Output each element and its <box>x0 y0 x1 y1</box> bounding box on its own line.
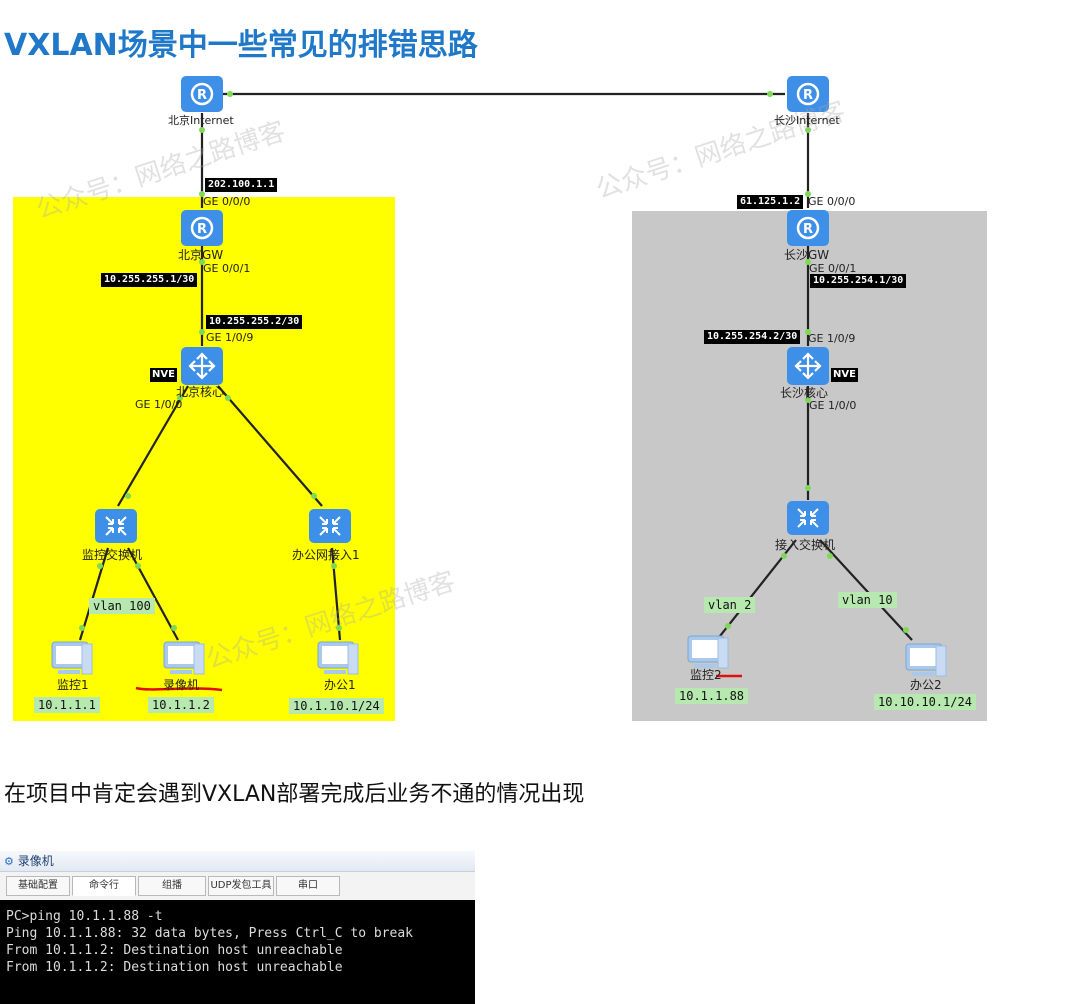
page-title: VXLAN场景中一些常见的排错思路 <box>4 28 478 63</box>
beijing-internet-label: 北京Internet <box>168 114 234 127</box>
beijing-gw-label: 北京GW <box>178 248 224 262</box>
changsha-internet-ip: 61.125.1.2 <box>737 195 804 209</box>
terminal-line: PC>ping 10.1.1.88 -t <box>6 909 163 924</box>
vlan10-badge: vlan 10 <box>838 592 897 608</box>
changsha-core-switch-icon <box>785 345 831 387</box>
pc-office2-label: 办公2 <box>910 678 942 692</box>
terminal-window-title: 录像机 <box>17 854 54 868</box>
body-paragraph: 在项目中肯定会遇到VXLAN部署完成后业务不通的情况出现 <box>4 782 585 807</box>
topology-diagram: R <box>51 74 947 692</box>
pc-office1-icon <box>317 641 359 675</box>
changsha-core-port-down: GE 1/0/0 <box>809 399 857 412</box>
changsha-gw-ip-down: 10.255.254.1/30 <box>810 274 907 288</box>
tab-command-line[interactable]: 命令行 <box>72 876 136 896</box>
beijing-gw-port-up: GE 0/0/0 <box>203 195 251 208</box>
beijing-core-switch-icon <box>179 345 225 387</box>
beijing-gw-router-icon <box>179 208 225 248</box>
tab-basic-config[interactable]: 基础配置 <box>6 876 70 896</box>
window-app-icon: ⚙ <box>4 855 14 868</box>
monitor-switch-label: 监控交换机 <box>82 548 143 562</box>
changsha-core-label: 长沙核心 <box>780 386 829 400</box>
pc-recorder-ip: 10.1.1.2 <box>148 697 214 713</box>
pc-monitor1-label: 监控1 <box>57 678 89 692</box>
link-bj-core-office <box>217 385 323 507</box>
vlan2-badge: vlan 2 <box>704 597 756 613</box>
link-monitor-pc2 <box>127 547 179 641</box>
pc-office1-label: 办公1 <box>324 678 356 692</box>
terminal-line: From 10.1.1.2: Destination host unreacha… <box>6 943 343 958</box>
pc-office1-ip: 10.1.10.1/24 <box>289 698 384 714</box>
pc-recorder-label: 录像机 <box>163 678 200 692</box>
beijing-core-port-down: GE 1/0/0 <box>135 398 183 411</box>
changsha-gw-label: 长沙GW <box>784 248 830 262</box>
red-underline-recorder <box>135 686 223 692</box>
changsha-core-port-up: GE 1/0/9 <box>808 332 856 345</box>
pc-monitor2-label: 监控2 <box>690 668 722 682</box>
terminal-titlebar: ⚙ 录像机 <box>0 851 475 872</box>
recorder-terminal-window: ⚙ 录像机 基础配置 命令行 组播 UDP发包工具 串口 PC>ping 10.… <box>0 851 475 1004</box>
beijing-core-port-up: GE 1/0/9 <box>206 331 254 344</box>
terminal-line: Ping 10.1.1.88: 32 data bytes, Press Ctr… <box>6 926 413 941</box>
monitor-switch-icon <box>94 508 138 544</box>
beijing-gw-port-down: GE 0/0/1 <box>203 262 251 275</box>
beijing-core-ip-up: 10.255.255.2/30 <box>206 315 303 329</box>
office-switch-icon <box>308 508 352 544</box>
pc-office2-icon <box>905 643 947 677</box>
link-monitor-pc1 <box>78 547 110 641</box>
pc-monitor2-icon <box>687 635 729 669</box>
changsha-internet-label: 长沙Internet <box>774 114 840 127</box>
link-bj-core-monitor <box>117 385 189 507</box>
pc-monitor1-icon <box>51 641 93 675</box>
pc-office2-ip: 10.10.10.1/24 <box>874 694 976 710</box>
terminal-line: From 10.1.1.2: Destination host unreacha… <box>6 960 343 975</box>
beijing-internet-router-icon <box>179 74 225 114</box>
beijing-internet-ip: 202.100.1.1 <box>205 178 278 192</box>
link-access-pc2 <box>819 539 913 641</box>
beijing-zone <box>13 197 395 721</box>
vlan100-badge: vlan 100 <box>89 598 155 614</box>
pc-recorder-icon <box>163 641 205 675</box>
tab-serial[interactable]: 串口 <box>276 876 340 896</box>
changsha-core-ip-up: 10.255.254.2/30 <box>704 330 801 344</box>
access-switch-icon <box>786 500 830 536</box>
terminal-output[interactable]: PC>ping 10.1.1.88 -t Ping 10.1.1.88: 32 … <box>0 900 475 1004</box>
port-dots <box>79 91 909 633</box>
changsha-nve-badge: NVE <box>831 368 858 382</box>
changsha-gw-port-down: GE 0/0/1 <box>809 262 857 275</box>
changsha-gw-router-icon <box>785 208 831 248</box>
tab-udp-tool[interactable]: UDP发包工具 <box>208 876 274 896</box>
pc-monitor2-ip: 10.1.1.88 <box>675 688 749 704</box>
changsha-gw-port-up: GE 0/0/0 <box>808 195 856 208</box>
access-switch-label: 接入交换机 <box>775 538 836 552</box>
beijing-core-label: 北京核心 <box>176 385 225 399</box>
beijing-gw-ip-down: 10.255.255.1/30 <box>101 273 198 287</box>
terminal-tab-bar: 基础配置 命令行 组播 UDP发包工具 串口 <box>0 872 475 900</box>
beijing-nve-badge: NVE <box>150 368 177 382</box>
office-switch-label: 办公网接入1 <box>292 548 360 562</box>
pc-monitor1-ip: 10.1.1.1 <box>34 697 100 713</box>
tab-multicast[interactable]: 组播 <box>138 876 206 896</box>
